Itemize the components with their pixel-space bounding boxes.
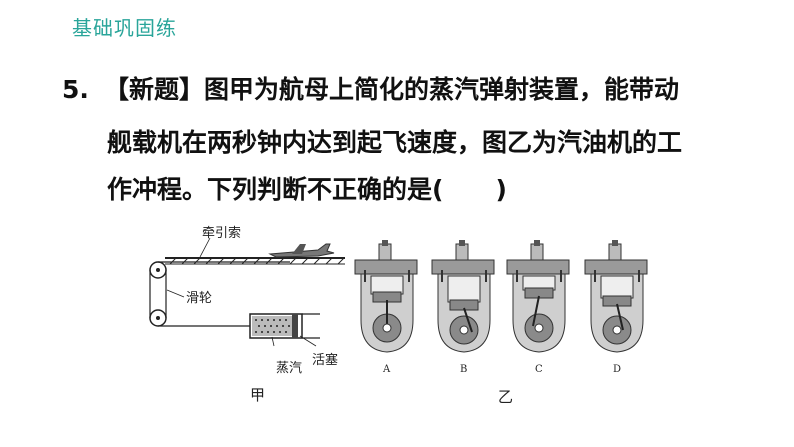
label-rope: 牵引索 bbox=[202, 226, 241, 241]
engine-label-b: B bbox=[460, 364, 467, 375]
question-line-1: 5. 【新题】图甲为航母上简化的蒸汽弹射装置，能带动 bbox=[62, 77, 679, 102]
airplane-icon bbox=[268, 243, 335, 258]
label-steam: 蒸汽 bbox=[276, 361, 302, 376]
question-text-3: 作冲程。下列判断不正确的是( bbox=[107, 175, 444, 204]
label-pulley: 滑轮 bbox=[186, 291, 212, 306]
caption-jia: 甲 bbox=[250, 386, 265, 404]
figure-yi: A B C D 乙 bbox=[354, 240, 648, 406]
question-text-1: 【新题】图甲为航母上简化的蒸汽弹射装置，能带动 bbox=[104, 75, 680, 104]
question-line-2: 舰载机在两秒钟内达到起飞速度，图乙为汽油机的工 bbox=[107, 128, 683, 157]
engine-label-d: D bbox=[613, 364, 621, 375]
engine-label-a: A bbox=[382, 364, 391, 375]
figure-jia: 牵引索 滑轮 蒸汽 活塞 甲 bbox=[149, 226, 345, 404]
engine-d bbox=[584, 240, 648, 353]
caption-yi: 乙 bbox=[498, 388, 513, 406]
deck-hatch bbox=[169, 257, 345, 265]
section-header: 基础巩固练 bbox=[72, 16, 177, 40]
steam-dots bbox=[255, 319, 290, 333]
engine-a bbox=[354, 240, 418, 353]
label-piston: 活塞 bbox=[312, 352, 338, 368]
question-close-paren: ) bbox=[495, 175, 507, 204]
question-number: 5. bbox=[62, 75, 89, 104]
engine-b bbox=[431, 240, 495, 353]
piston bbox=[292, 314, 298, 338]
engine-label-c: C bbox=[535, 364, 543, 375]
question-line-3: 作冲程。下列判断不正确的是() bbox=[107, 177, 507, 202]
engine-c bbox=[506, 240, 570, 353]
